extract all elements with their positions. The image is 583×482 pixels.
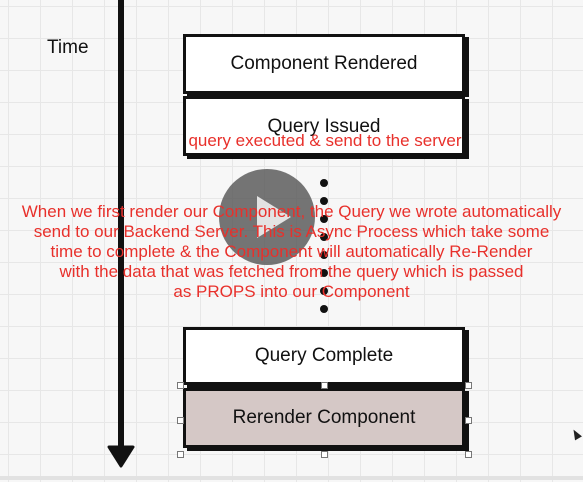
step-query-issued: Query Issued bbox=[183, 96, 465, 156]
explanation-note: When we first render our Component, the … bbox=[21, 202, 562, 301]
selection-handle[interactable] bbox=[177, 382, 184, 389]
step-label: Component Rendered bbox=[230, 53, 418, 74]
video-play-button[interactable] bbox=[219, 169, 315, 265]
time-label: Time bbox=[47, 37, 89, 58]
step-label: Rerender Component bbox=[232, 407, 416, 428]
time-axis-arrowhead bbox=[107, 445, 135, 468]
step-rerender-component[interactable]: Rerender Component bbox=[183, 388, 465, 448]
step-component-rendered: Component Rendered bbox=[183, 34, 465, 94]
selection-handle[interactable] bbox=[465, 382, 472, 389]
selection-handle[interactable] bbox=[321, 382, 328, 389]
selection-handle[interactable] bbox=[177, 451, 184, 458]
step-label: Query Complete bbox=[254, 345, 394, 366]
step-query-complete: Query Complete bbox=[183, 327, 465, 385]
play-icon bbox=[257, 196, 291, 238]
selection-handle[interactable] bbox=[465, 417, 472, 424]
step-label: Query Issued bbox=[267, 116, 381, 137]
selection-handle[interactable] bbox=[321, 451, 328, 458]
async-gap-dots bbox=[320, 179, 328, 313]
selection-handle[interactable] bbox=[465, 451, 472, 458]
selection-handle[interactable] bbox=[177, 417, 184, 424]
query-note: query executed & send to the server bbox=[188, 131, 462, 150]
